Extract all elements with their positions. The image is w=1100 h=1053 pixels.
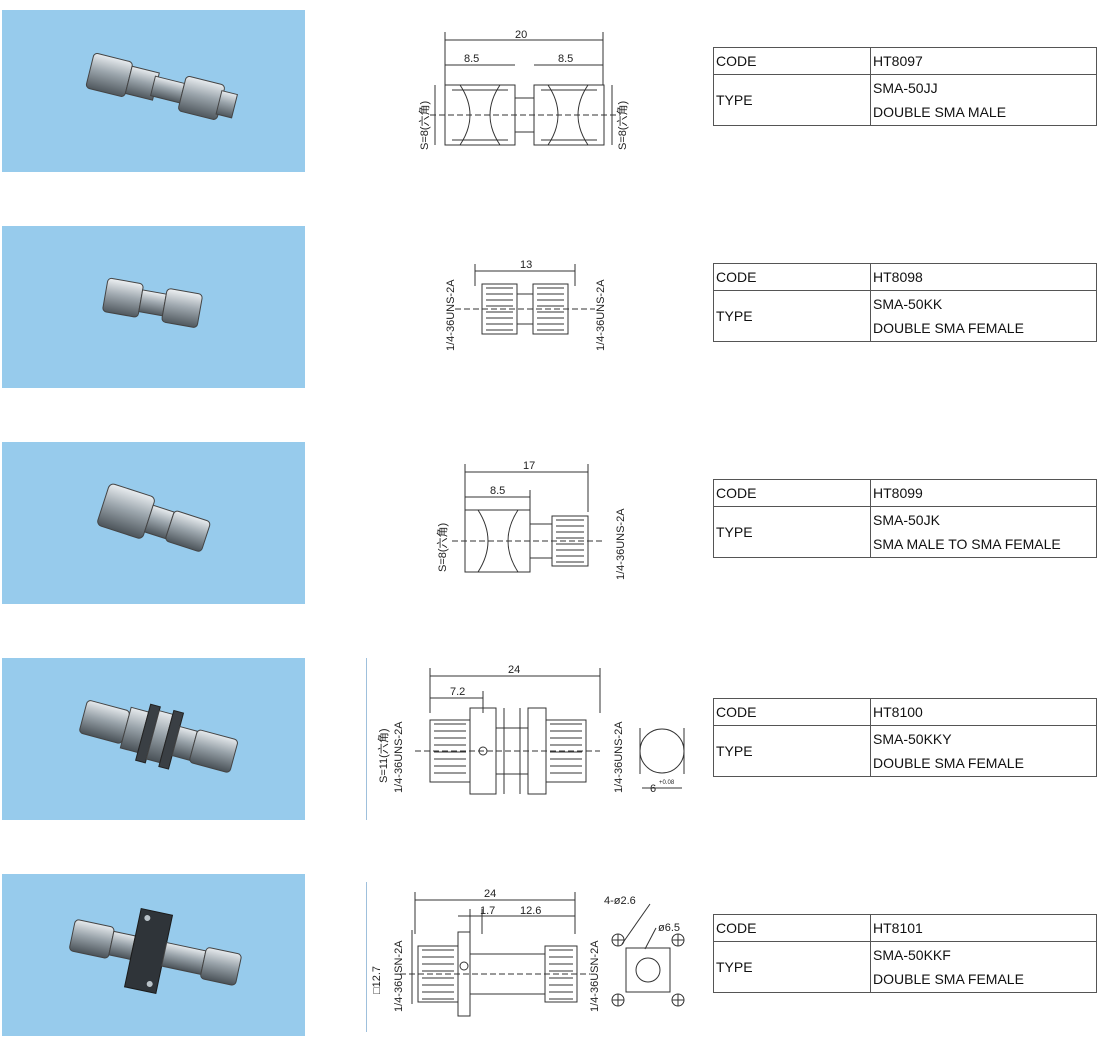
description-value: DOUBLE SMA MALE: [873, 104, 1007, 120]
dim-right: 8.5: [558, 53, 573, 65]
technical-drawing: 17 8.5 S=8(六角) 1/4-36UNS-2A: [360, 442, 700, 607]
dim-left: 8.5: [464, 53, 479, 65]
product-photo: [2, 10, 305, 172]
dim-overall: 24: [508, 664, 520, 676]
type-label: TYPE: [713, 725, 871, 777]
type-label: TYPE: [713, 290, 871, 342]
code-label: CODE: [713, 698, 871, 726]
code-value: HT8097: [870, 47, 1097, 75]
product-row-ht8098: 13 1/4-36UNS-2A 1/4-36UNS-2A CODE HT8098…: [0, 226, 1100, 391]
model-value: SMA-50KK: [873, 296, 943, 312]
dim-overall: 20: [515, 29, 527, 41]
type-label: TYPE: [713, 506, 871, 558]
type-value: SMA-50KK DOUBLE SMA FEMALE: [870, 290, 1097, 342]
thread-left-label: 1/4-36UNS-2A: [445, 279, 457, 351]
type-value: SMA-50JK SMA MALE TO SMA FEMALE: [870, 506, 1097, 558]
code-value: HT8099: [870, 479, 1097, 507]
spec-table: CODE HT8099 TYPE SMA-50JK SMA MALE TO SM…: [713, 479, 1097, 558]
model-value: SMA-50JK: [873, 512, 940, 528]
hex-left-label: S=8(六角): [436, 523, 449, 572]
description-value: DOUBLE SMA FEMALE: [873, 755, 1024, 771]
product-photo: [2, 658, 305, 820]
type-value: SMA-50KKY DOUBLE SMA FEMALE: [870, 725, 1097, 777]
connector-illustration: [97, 483, 211, 552]
connector-illustration: [79, 700, 238, 773]
thread-right-label: 1/4-36UNS-2A: [615, 508, 627, 580]
flat-dim: 6: [650, 783, 656, 795]
product-row-ht8097: 20 8.5 8.5 S=8(六角) S=8(六角) CODE HT8097: [0, 10, 1100, 175]
connector-illustration: [69, 907, 242, 995]
dim-left: 7.2: [450, 686, 465, 698]
spec-table: CODE HT8097 TYPE SMA-50JJ DOUBLE SMA MAL…: [713, 47, 1097, 126]
holes-label: 4-ø2.6: [604, 895, 636, 907]
thread-left-label: 1/4-36UNS-2A: [393, 721, 405, 793]
thread-right-label: 1/4-36UNS-2A: [595, 279, 607, 351]
type-value: SMA-50JJ DOUBLE SMA MALE: [870, 74, 1097, 126]
spec-table: CODE HT8101 TYPE SMA-50KKF DOUBLE SMA FE…: [713, 914, 1097, 993]
technical-drawing: 24 1.7 12.6 □12.7 1/4-36USN-2A 1/4-36USN…: [360, 874, 700, 1039]
connector-illustration: [85, 53, 239, 120]
hex-right-label: S=8(六角): [616, 101, 629, 150]
description-value: DOUBLE SMA FEMALE: [873, 971, 1024, 987]
technical-drawing: 13 1/4-36UNS-2A 1/4-36UNS-2A: [360, 226, 700, 391]
code-value: HT8100: [870, 698, 1097, 726]
code-value: HT8101: [870, 914, 1097, 942]
product-row-ht8100: 24 7.2 S=11(六角) 1/4-36UNS-2A 1/4-36UNS-2…: [0, 658, 1100, 823]
bore-label: ø6.5: [658, 922, 680, 934]
thread-right-label: 1/4-36UNS-2A: [613, 721, 625, 793]
product-row-ht8099: 17 8.5 S=8(六角) 1/4-36UNS-2A CODE HT8099 …: [0, 442, 1100, 607]
type-label: TYPE: [713, 941, 871, 993]
technical-drawing: 24 7.2 S=11(六角) 1/4-36UNS-2A 1/4-36UNS-2…: [360, 658, 700, 823]
dim-flange: 1.7: [480, 905, 495, 917]
type-value: SMA-50KKF DOUBLE SMA FEMALE: [870, 941, 1097, 993]
model-value: SMA-50JJ: [873, 80, 938, 96]
description-value: SMA MALE TO SMA FEMALE: [873, 536, 1061, 552]
divider-line: [366, 882, 367, 1032]
dim-right: 12.6: [520, 905, 541, 917]
spec-table: CODE HT8098 TYPE SMA-50KK DOUBLE SMA FEM…: [713, 263, 1097, 342]
description-value: DOUBLE SMA FEMALE: [873, 320, 1024, 336]
product-photo: [2, 442, 305, 604]
dim-left: 8.5: [490, 485, 505, 497]
dim-overall: 24: [484, 888, 496, 900]
product-photo: [2, 874, 305, 1036]
type-label: TYPE: [713, 74, 871, 126]
square-label: □12.7: [371, 966, 383, 994]
code-label: CODE: [713, 914, 871, 942]
product-photo: [2, 226, 305, 388]
code-label: CODE: [713, 47, 871, 75]
flat-tolerance: +0.08: [659, 780, 675, 786]
thread-left-label: 1/4-36USN-2A: [393, 940, 405, 1012]
product-row-ht8101: 24 1.7 12.6 □12.7 1/4-36USN-2A 1/4-36USN…: [0, 874, 1100, 1039]
code-value: HT8098: [870, 263, 1097, 291]
connector-illustration: [102, 277, 203, 328]
spec-table: CODE HT8100 TYPE SMA-50KKY DOUBLE SMA FE…: [713, 698, 1097, 777]
model-value: SMA-50KKF: [873, 947, 951, 963]
model-value: SMA-50KKY: [873, 731, 952, 747]
code-label: CODE: [713, 263, 871, 291]
divider-line: [366, 658, 367, 820]
dim-overall: 17: [523, 460, 535, 472]
hex-left-label: S=8(六角): [418, 101, 431, 150]
hex-left-label: S=11(六角): [377, 728, 390, 783]
technical-drawing: 20 8.5 8.5 S=8(六角) S=8(六角): [360, 10, 700, 175]
dim-overall: 13: [520, 259, 532, 271]
code-label: CODE: [713, 479, 871, 507]
thread-right-label: 1/4-36USN-2A: [589, 940, 601, 1012]
